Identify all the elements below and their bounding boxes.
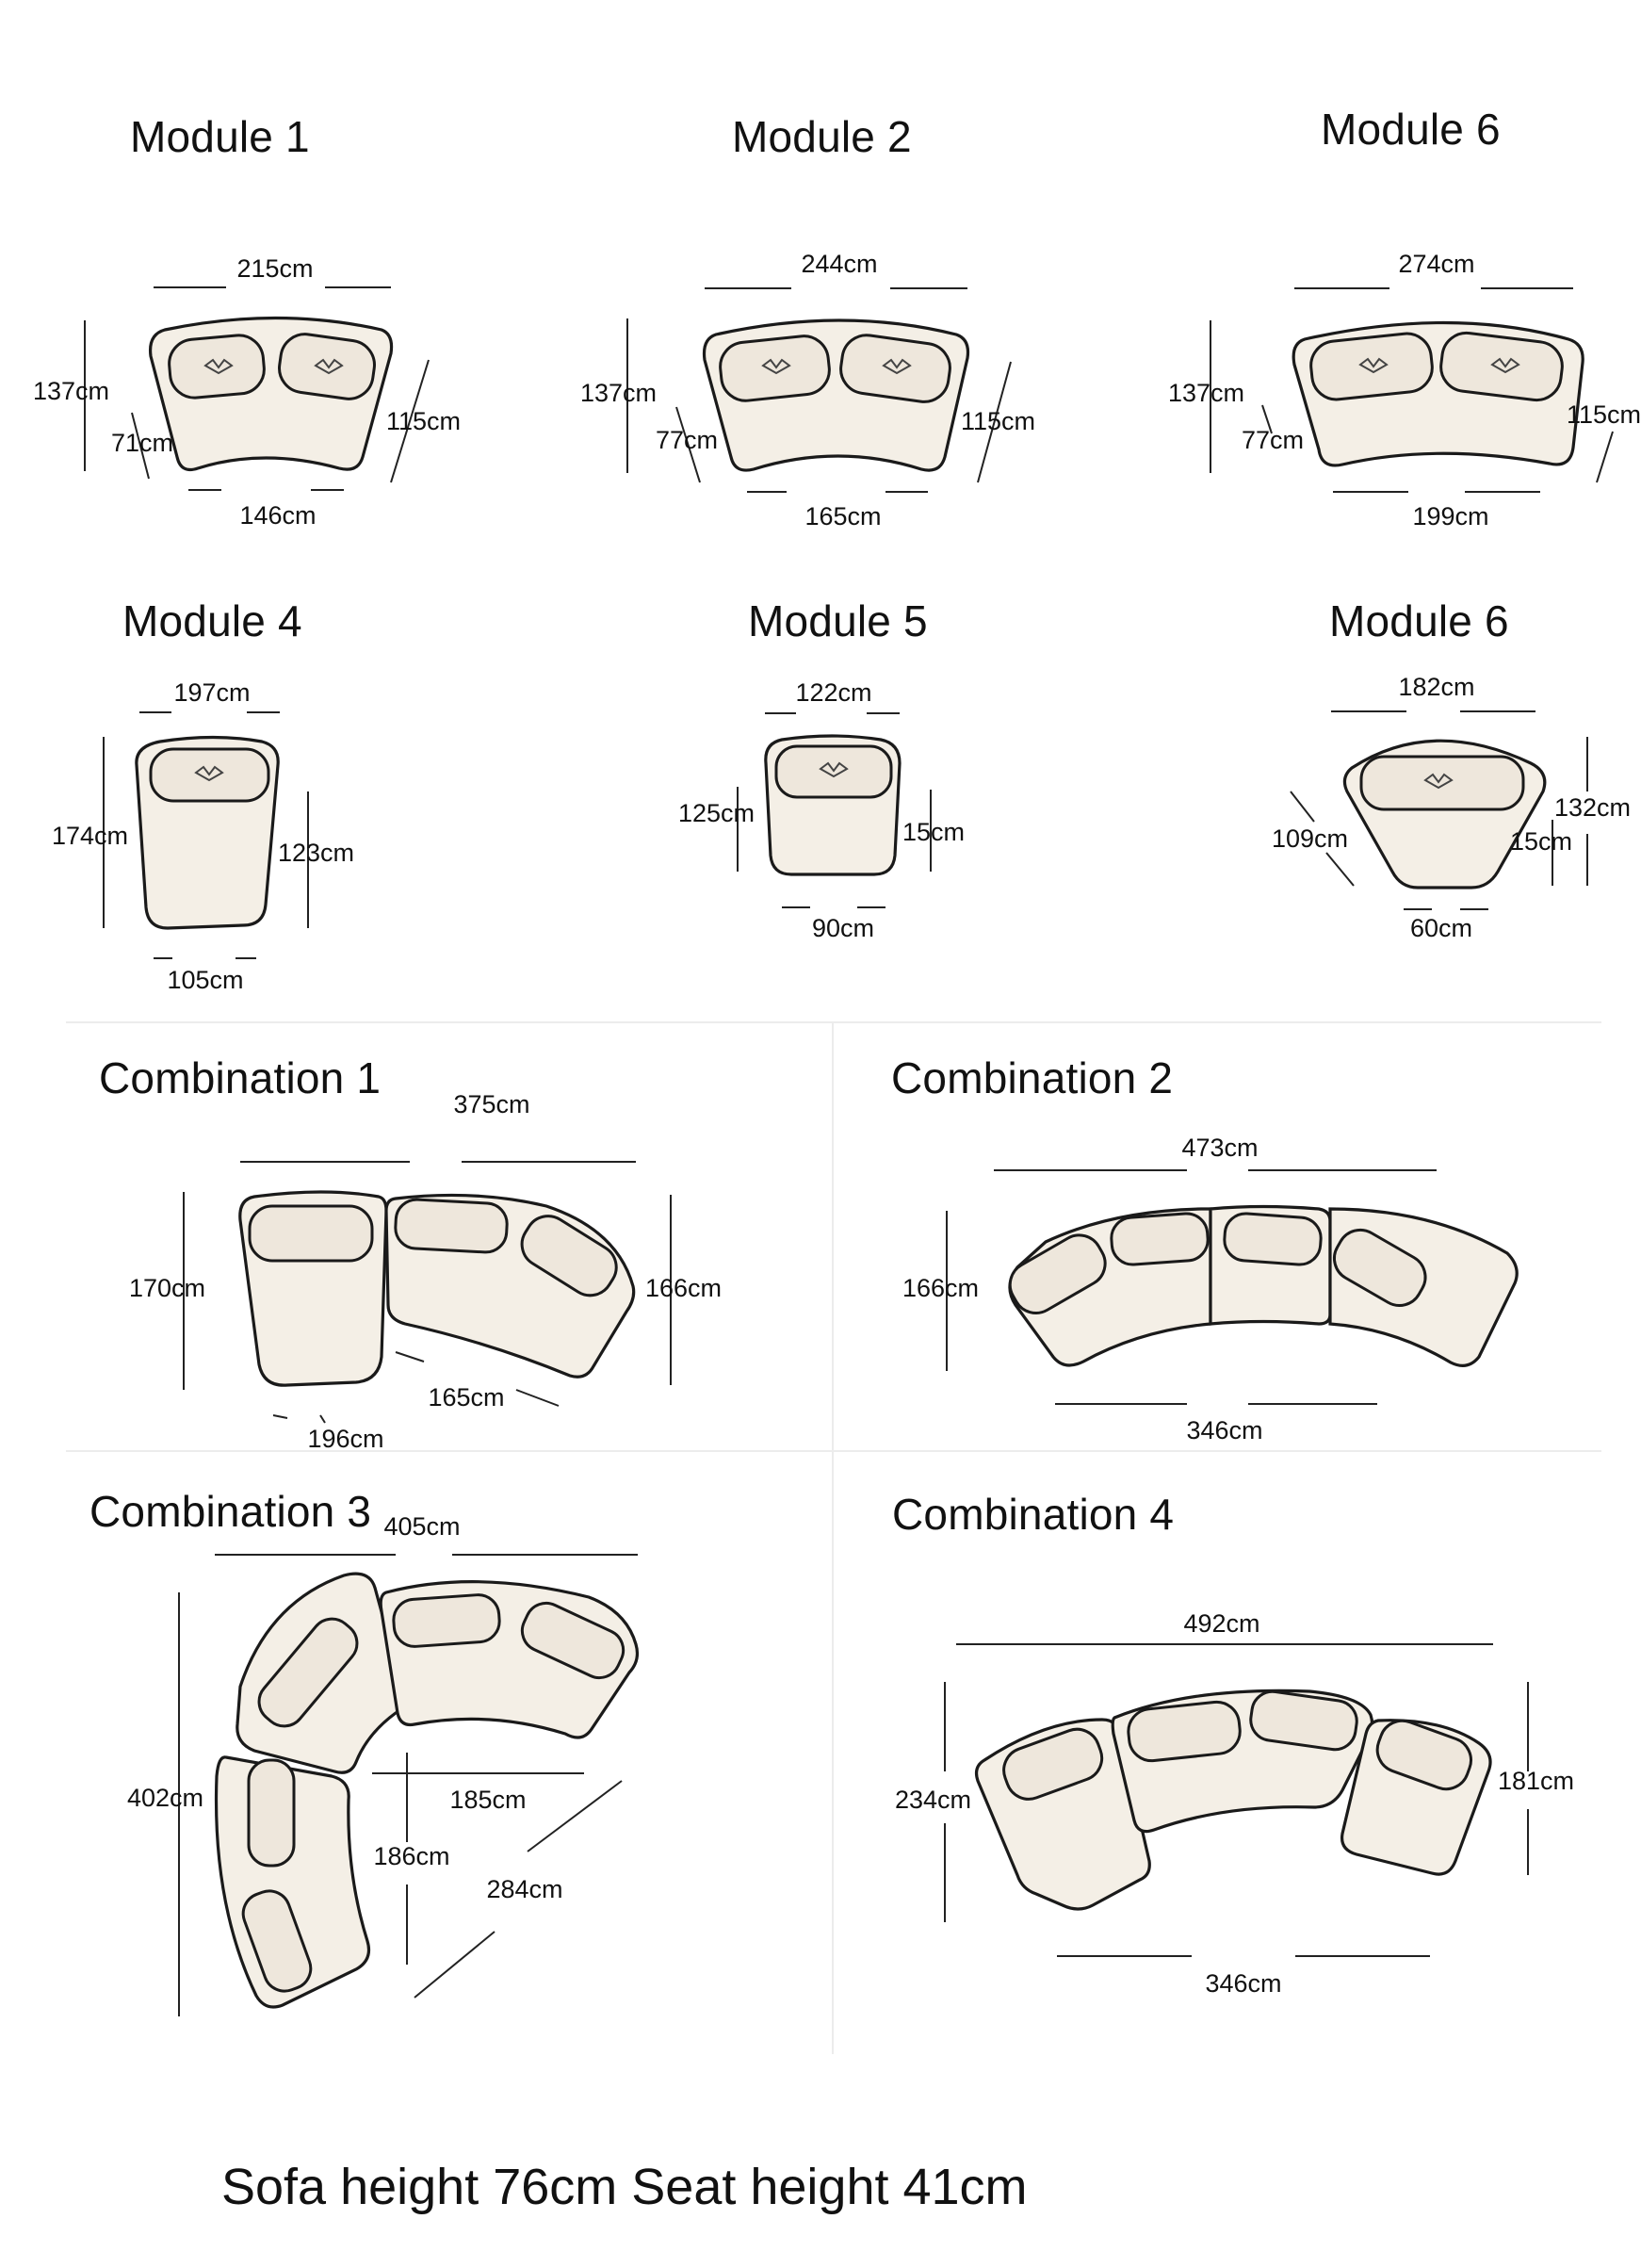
module-2-title: Module 2 bbox=[732, 112, 912, 161]
module-2-inner-dim: 77cm bbox=[656, 426, 719, 454]
module-5-diagram bbox=[737, 712, 932, 908]
module-1-bottom-dim: 146cm bbox=[239, 501, 317, 530]
combination-3-diagram bbox=[178, 1554, 640, 2016]
module-2-left-dim: 137cm bbox=[580, 379, 658, 407]
module-6-right-dim: 115cm bbox=[1567, 400, 1641, 429]
module-6-wedge-bottom-dim: 60cm bbox=[1409, 914, 1473, 942]
module-2-diagram bbox=[626, 287, 1012, 493]
module-6-wedge-diagram bbox=[1290, 710, 1588, 910]
module-1-diagram bbox=[84, 286, 430, 491]
combination-1-inner-dim: 165cm bbox=[428, 1383, 505, 1411]
combination-1-left-dim: 170cm bbox=[129, 1274, 206, 1302]
combination-3-title: Combination 3 bbox=[89, 1487, 372, 1536]
module-6-bottom-dim: 199cm bbox=[1412, 502, 1489, 530]
combination-2-title: Combination 2 bbox=[891, 1053, 1174, 1102]
height-note: Sofa height 76cm Seat height 41cm bbox=[221, 2159, 1028, 2215]
module-6-diagram bbox=[1210, 287, 1614, 493]
combination-4-right-dim: 181cm bbox=[1498, 1767, 1575, 1795]
combination-4-left-dim: 234cm bbox=[895, 1786, 972, 1814]
module-1-left-dim: 137cm bbox=[33, 377, 110, 405]
combination-3-top-dim: 405cm bbox=[383, 1512, 461, 1541]
combination-3-c-dim: 284cm bbox=[486, 1875, 563, 1903]
combination-3-left-dim: 402cm bbox=[127, 1784, 204, 1812]
module-1-right-dim: 115cm bbox=[386, 407, 462, 435]
module-4-left-dim: 174cm bbox=[52, 822, 129, 850]
module-6-wedge-inner-dim: 15cm bbox=[1510, 827, 1573, 856]
module-2-right-dim: 115cm bbox=[961, 407, 1036, 435]
module-6-wedge-title: Module 6 bbox=[1329, 596, 1509, 645]
combination-1-right-dim: 166cm bbox=[645, 1274, 723, 1302]
combination-2-left-dim: 166cm bbox=[902, 1274, 980, 1302]
module-2-bottom-dim: 165cm bbox=[804, 502, 882, 530]
module-2-top-dim: 244cm bbox=[801, 250, 878, 278]
module-1-inner-dim: 71cm bbox=[111, 429, 174, 457]
combination-4-top-dim: 492cm bbox=[1183, 1609, 1260, 1638]
module-1-top-dim: 215cm bbox=[236, 254, 314, 283]
combination-4-title: Combination 4 bbox=[892, 1490, 1175, 1539]
combination-1-diagram bbox=[183, 1161, 672, 1424]
module-4-right-dim: 123cm bbox=[278, 839, 355, 867]
module-5-title: Module 5 bbox=[748, 596, 928, 645]
combination-4-diagram bbox=[944, 1643, 1529, 1957]
module-6-left-dim: 137cm bbox=[1168, 379, 1245, 407]
combination-4-bottom-dim: 346cm bbox=[1205, 1969, 1282, 1998]
module-4-bottom-dim: 105cm bbox=[167, 966, 244, 994]
combination-3-b-dim: 186cm bbox=[373, 1842, 450, 1870]
module-4-title: Module 4 bbox=[122, 596, 302, 645]
module-6-top-dim: 274cm bbox=[1398, 250, 1475, 278]
module-5-top-dim: 122cm bbox=[795, 678, 872, 707]
module-5-left-dim: 125cm bbox=[678, 799, 756, 827]
module-6-wedge-right-dim: 132cm bbox=[1554, 793, 1632, 822]
module-5-bottom-dim: 90cm bbox=[811, 914, 875, 942]
module-4-diagram bbox=[103, 711, 309, 959]
combination-2-top-dim: 473cm bbox=[1181, 1134, 1259, 1162]
module-4-top-dim: 197cm bbox=[173, 678, 251, 707]
combination-1-bottom-dim: 196cm bbox=[307, 1425, 384, 1453]
module-1-title: Module 1 bbox=[130, 112, 310, 161]
combination-2-diagram bbox=[946, 1169, 1519, 1405]
module-6-wedge-top-dim: 182cm bbox=[1398, 673, 1475, 701]
module-5-right-dim: 15cm bbox=[902, 818, 966, 846]
combination-3-a-dim: 185cm bbox=[449, 1786, 527, 1814]
module-6-title: Module 6 bbox=[1321, 105, 1501, 154]
combination-1-top-dim: 375cm bbox=[453, 1090, 530, 1118]
module-6-inner-dim: 77cm bbox=[1242, 426, 1305, 454]
combination-2-bottom-dim: 346cm bbox=[1186, 1416, 1263, 1444]
combination-1-title: Combination 1 bbox=[99, 1053, 382, 1102]
module-6-wedge-left-dim: 109cm bbox=[1272, 824, 1349, 853]
